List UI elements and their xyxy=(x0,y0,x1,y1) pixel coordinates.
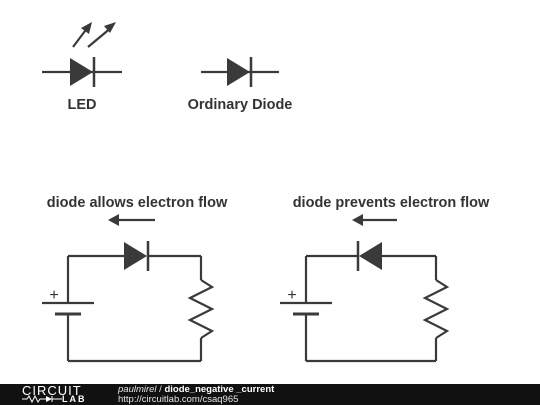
electron-flow-arrow-left-icon xyxy=(108,214,155,226)
diode-forward xyxy=(124,242,147,270)
ordinary-diode-symbol xyxy=(201,57,279,87)
prevents-flow-label: diode prevents electron flow xyxy=(293,195,490,211)
circuit-forward xyxy=(42,241,215,363)
circuit-reverse xyxy=(280,241,450,363)
circuit-url-link[interactable]: http://circuitlab.com/csaq965 xyxy=(118,394,239,405)
circuit-credit: paulmirel / diode_negative _current http… xyxy=(118,385,274,405)
logo-resistor-diode-icon xyxy=(22,394,62,404)
led-symbol xyxy=(42,22,122,87)
battery-left-plus: + xyxy=(49,287,58,304)
resistor-right xyxy=(422,279,450,339)
circuit-title-link[interactable]: diode_negative _current xyxy=(164,384,275,395)
author-link[interactable]: paulmirel xyxy=(118,384,157,395)
led-light-arrows-icon xyxy=(72,22,116,48)
credit-separator: / xyxy=(156,384,165,395)
resistor-left xyxy=(187,279,215,339)
diode-reverse xyxy=(359,242,382,270)
circuitlab-logo[interactable]: CIRCUIT LAB xyxy=(22,383,102,405)
battery-right-plus: + xyxy=(287,287,296,304)
electron-flow-arrow-right-circuit-icon xyxy=(352,214,397,226)
logo-circuit-text: CIRCUIT xyxy=(22,383,82,398)
logo-lab-text: LAB xyxy=(62,394,87,404)
circuit-diagram: LED Ordinary Diode diode allows electron… xyxy=(42,22,490,363)
ordinary-diode-label: Ordinary Diode xyxy=(188,97,293,113)
allows-flow-label: diode allows electron flow xyxy=(47,195,228,211)
led-label: LED xyxy=(68,97,97,113)
footer-bar: CIRCUIT LAB paulmirel / diode_negative _… xyxy=(0,383,540,405)
